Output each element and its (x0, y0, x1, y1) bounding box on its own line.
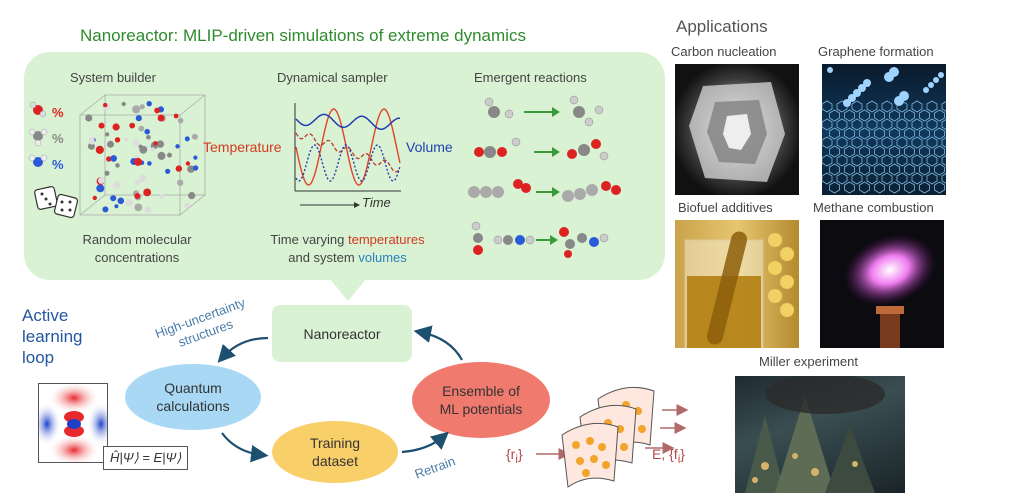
diamond-icon (689, 82, 785, 182)
reaction-schemes-icon (468, 95, 621, 258)
sampler-plot (294, 103, 401, 192)
caption-carbon-nucleation: Carbon nucleation (671, 44, 777, 59)
nanoreactor-node: Nanoreactor (272, 305, 412, 362)
dice-icon (34, 186, 79, 219)
caption-methane-combustion: Methane combustion (813, 200, 934, 215)
percent-carbon: % (52, 131, 64, 146)
schrodinger-equation: Ĥ|Ψ⟩ = E|Ψ⟩ (103, 446, 189, 470)
emergent-reactions-title: Emergent reactions (474, 70, 587, 85)
biofuel-additives-image (675, 220, 799, 348)
graphene-lattice-icon (822, 67, 946, 194)
ml-potentials-stack-icon (561, 386, 655, 488)
caption-graphene-formation: Graphene formation (818, 44, 934, 59)
time-label: Time (362, 195, 391, 210)
time-arrow-icon (300, 202, 360, 208)
output-forces-label: E, {fi} (652, 446, 685, 466)
orbital-icon (39, 384, 107, 462)
simulation-box-icon (79, 94, 206, 216)
miller-experiment-image (735, 376, 905, 493)
volume-label: Volume (406, 139, 453, 155)
caption-line-1: Random molecular (82, 232, 192, 247)
hydrothermal-vent-icon (745, 376, 885, 493)
caption-biofuel-additives: Biofuel additives (678, 200, 773, 215)
active-learning-line-1: Active (22, 306, 69, 325)
percent-nitrogen: % (52, 157, 64, 172)
methane-combustion-image (820, 220, 944, 348)
active-learning-label: Active learning loop (22, 305, 83, 368)
caption-line-2: concentrations (94, 250, 180, 265)
graphene-formation-image (822, 64, 946, 195)
system-builder-caption: Random molecular concentrations (52, 231, 222, 267)
beaker-icon (684, 231, 794, 348)
figure-title: Nanoreactor: MLIP-driven simulations of … (80, 26, 526, 45)
sampler-caption: Time varying temperatures and system vol… (235, 231, 460, 267)
caption-miller-experiment: Miller experiment (759, 354, 858, 369)
orbital-image (38, 383, 108, 463)
applications-title: Applications (676, 17, 768, 36)
percent-oxygen: % (52, 105, 64, 120)
input-positions-label: {ri} (506, 446, 523, 466)
sampler-caption-line-2: and system volumes (288, 250, 407, 265)
system-builder-title: System builder (70, 70, 156, 85)
nanoreactor-panel (24, 52, 665, 280)
dynamical-sampler-title: Dynamical sampler (277, 70, 388, 85)
active-learning-line-2: learning (22, 327, 83, 346)
sampler-caption-line-1: Time varying temperatures (270, 232, 425, 247)
panel-pointer (330, 279, 366, 301)
flame-icon (843, 234, 937, 348)
temperature-label: Temperature (203, 139, 282, 155)
active-learning-line-3: loop (22, 348, 55, 367)
molecule-legend-icon (28, 101, 48, 167)
carbon-nucleation-image (675, 64, 799, 195)
